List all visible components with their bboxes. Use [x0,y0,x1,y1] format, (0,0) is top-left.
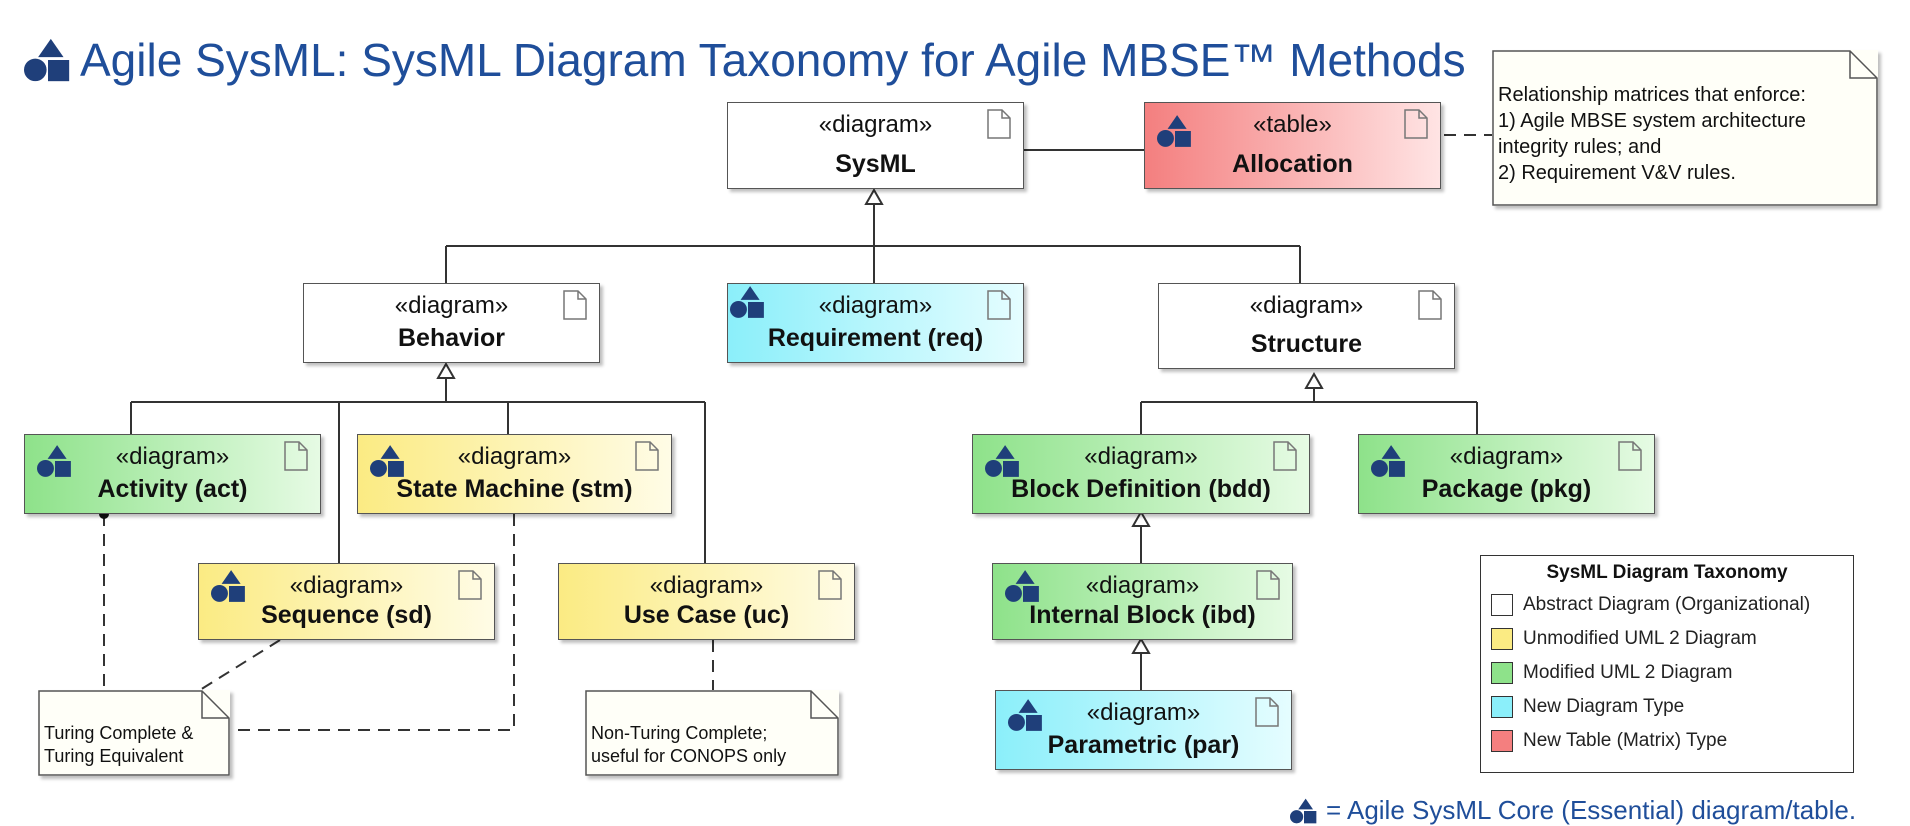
legend-swatch [1491,594,1513,616]
node-name: Structure [1250,330,1363,358]
note-line: Non-Turing Complete; [591,723,768,743]
node-name: Use Case (uc) [623,601,790,629]
stereotype-label: «diagram» [289,572,404,599]
legend-label: New Diagram Type [1523,696,1685,717]
node-name: Allocation [1232,150,1353,178]
agile-sysml-core-icon [1371,445,1405,477]
note-turing-complete: Turing Complete & Turing Equivalent [38,690,230,776]
legend-label: Modified UML 2 Diagram [1523,662,1733,683]
document-icon [1273,441,1297,471]
legend-item: Abstract Diagram (Organizational) [1491,594,1810,616]
document-icon [1618,441,1642,471]
legend: SysML Diagram Taxonomy Abstract Diagram … [1480,555,1854,773]
document-icon [1418,290,1442,320]
legend-title: SysML Diagram Taxonomy [1546,562,1788,583]
agile-sysml-core-icon [370,445,404,477]
legend-swatch [1491,662,1513,684]
core-key-text: = Agile SysML Core (Essential) diagram/t… [1326,795,1857,825]
document-icon [635,441,659,471]
agile-sysml-core-icon [1290,798,1317,823]
note-line: useful for CONOPS only [591,746,787,766]
note-line: integrity rules; and [1498,136,1662,158]
title-text: Agile SysML: SysML Diagram Taxonomy for … [80,34,1466,86]
note-outline [585,690,839,776]
page-title: Agile SysML: SysML Diagram Taxonomy for … [24,24,1466,96]
agile-sysml-core-icon [1008,699,1042,731]
agile-sysml-core-icon [1005,570,1039,602]
stereotype-label: «diagram» [1085,572,1200,599]
document-icon [1255,697,1279,727]
stereotype-label: «table» [1253,111,1332,138]
agile-sysml-core-icon [985,445,1019,477]
node-sequence[interactable]: «diagram» Sequence (sd) [198,563,495,640]
legend-label: Abstract Diagram (Organizational) [1523,594,1811,615]
note-line: Relationship matrices that enforce: [1498,84,1806,106]
legend-item: New Table (Matrix) Type [1491,730,1727,752]
node-name: SysML [835,150,916,178]
note-line: 2) Requirement V&V rules. [1498,162,1736,184]
note-outline [38,690,230,776]
legend-item: New Diagram Type [1491,696,1684,718]
node-name: State Machine (stm) [396,475,633,503]
node-behavior[interactable]: «diagram» Behavior [303,283,600,363]
node-name: Block Definition (bdd) [1011,475,1271,503]
node-name: Sequence (sd) [261,601,432,629]
node-activity[interactable]: «diagram» Activity (act) [24,434,321,514]
stereotype-label: «diagram» [818,292,933,319]
agile-sysml-core-icon [37,445,71,477]
stereotype-label: «diagram» [1449,443,1564,470]
node-sysml[interactable]: «diagram» SysML [727,102,1024,189]
core-key: = Agile SysML Core (Essential) diagram/t… [1290,795,1856,826]
node-name: Requirement (req) [767,324,984,352]
node-use-case[interactable]: «diagram» Use Case (uc) [558,563,855,640]
stereotype-label: «diagram» [1084,443,1198,470]
legend-label: Unmodified UML 2 Diagram [1523,628,1757,649]
document-icon [818,570,842,600]
stereotype-label: «diagram» [1086,699,1201,726]
stereotype-label: «diagram» [1249,292,1364,319]
document-icon [987,290,1011,320]
legend-label: New Table (Matrix) Type [1523,730,1728,751]
node-structure[interactable]: «diagram» Structure [1158,283,1455,369]
document-icon [563,290,587,320]
node-parametric[interactable]: «diagram» Parametric (par) [995,690,1292,770]
note-line: Turing Complete & [44,723,194,743]
legend-swatch [1491,730,1513,752]
note-non-turing: Non-Turing Complete; useful for CONOPS o… [585,690,839,776]
node-internal-block[interactable]: «diagram» Internal Block (ibd) [992,563,1293,640]
note-line: 1) Agile MBSE system architecture [1498,110,1806,132]
document-icon [458,570,482,600]
stereotype-label: «diagram» [818,111,933,138]
agile-sysml-core-icon [24,38,70,82]
note-relationship-matrices: Relationship matrices that enforce: 1) A… [1492,50,1878,206]
stereotype-label: «diagram» [394,292,509,319]
agile-sysml-core-icon [730,286,764,318]
node-name: Parametric (par) [1047,731,1240,759]
document-icon [1404,109,1428,139]
node-name: Package (pkg) [1421,475,1592,503]
legend-swatch [1491,696,1513,718]
document-icon [1256,570,1280,600]
node-allocation[interactable]: «table» Allocation [1144,102,1441,189]
stereotype-label: «diagram» [115,443,230,470]
legend-item: Modified UML 2 Diagram [1491,662,1732,684]
node-name: Behavior [398,324,505,352]
stereotype-label: «diagram» [457,443,572,470]
agile-sysml-core-icon [1157,115,1191,147]
node-name: Internal Block (ibd) [1029,601,1256,629]
agile-sysml-core-icon [211,570,245,602]
node-block-definition[interactable]: «diagram» Block Definition (bdd) [972,434,1310,514]
node-package[interactable]: «diagram» Package (pkg) [1358,434,1655,514]
node-state-machine[interactable]: «diagram» State Machine (stm) [357,434,672,514]
legend-item: Unmodified UML 2 Diagram [1491,628,1757,650]
document-icon [284,441,308,471]
note-line: Turing Equivalent [44,746,184,766]
stereotype-label: «diagram» [649,572,764,599]
node-requirement[interactable]: «diagram» Requirement (req) [727,283,1024,363]
document-icon [987,109,1011,139]
legend-swatch [1491,628,1513,650]
note-outline [1492,50,1878,206]
node-name: Activity (act) [97,475,248,503]
